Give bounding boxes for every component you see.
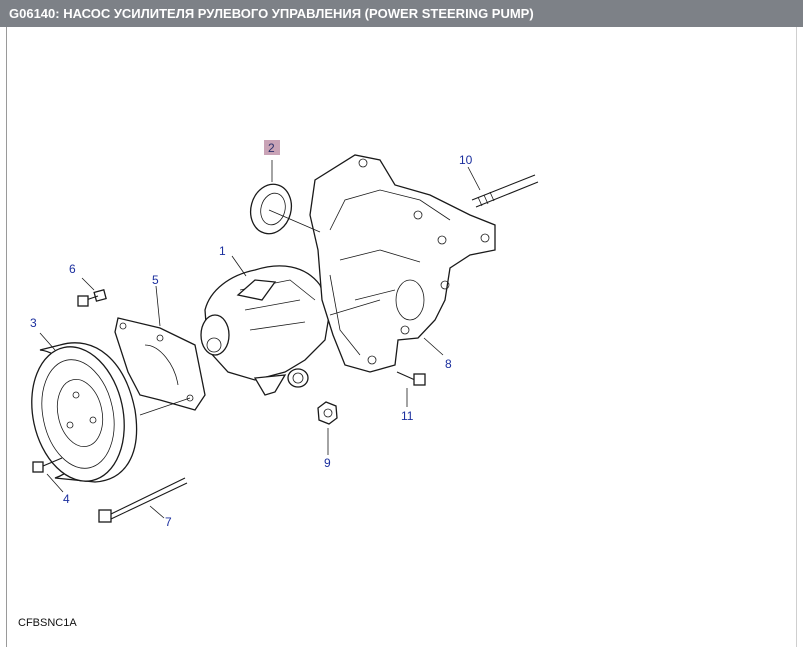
- callout-1[interactable]: 1: [219, 244, 226, 258]
- bolt-4-part: [32, 457, 63, 473]
- callout-9[interactable]: 9: [324, 456, 331, 470]
- callout-5[interactable]: 5: [152, 273, 159, 287]
- callout-7[interactable]: 7: [165, 515, 172, 529]
- callout-8[interactable]: 8: [445, 357, 452, 371]
- callout-2[interactable]: 2: [268, 141, 275, 155]
- seal-ring-part: [249, 183, 293, 235]
- engine-bracket-part: [309, 154, 496, 373]
- mounting-plate-part: [114, 317, 206, 411]
- steering-pump-part: [200, 265, 331, 396]
- callout-6[interactable]: 6: [69, 262, 76, 276]
- illustration-code: CFBSNC1A: [18, 617, 77, 629]
- callout-2-highlight: [264, 140, 280, 155]
- nut-9-part: [317, 401, 338, 425]
- page-title: G06140: НАСОС УСИЛИТЕЛЯ РУЛЕВОГО УПРАВЛЕ…: [0, 0, 803, 27]
- callout-3[interactable]: 3: [30, 316, 37, 330]
- bolt-6-part: [77, 289, 107, 307]
- bolt-7-part: [98, 477, 188, 523]
- pulley-part: [31, 342, 138, 483]
- callout-4[interactable]: 4: [63, 492, 70, 506]
- diagram-frame: [6, 27, 797, 647]
- leader-lines: [39, 160, 481, 519]
- callout-10[interactable]: 10: [459, 153, 473, 167]
- callout-11[interactable]: 11: [401, 409, 414, 423]
- bolt-11-part: [396, 371, 426, 386]
- stud-10-part: [471, 174, 539, 208]
